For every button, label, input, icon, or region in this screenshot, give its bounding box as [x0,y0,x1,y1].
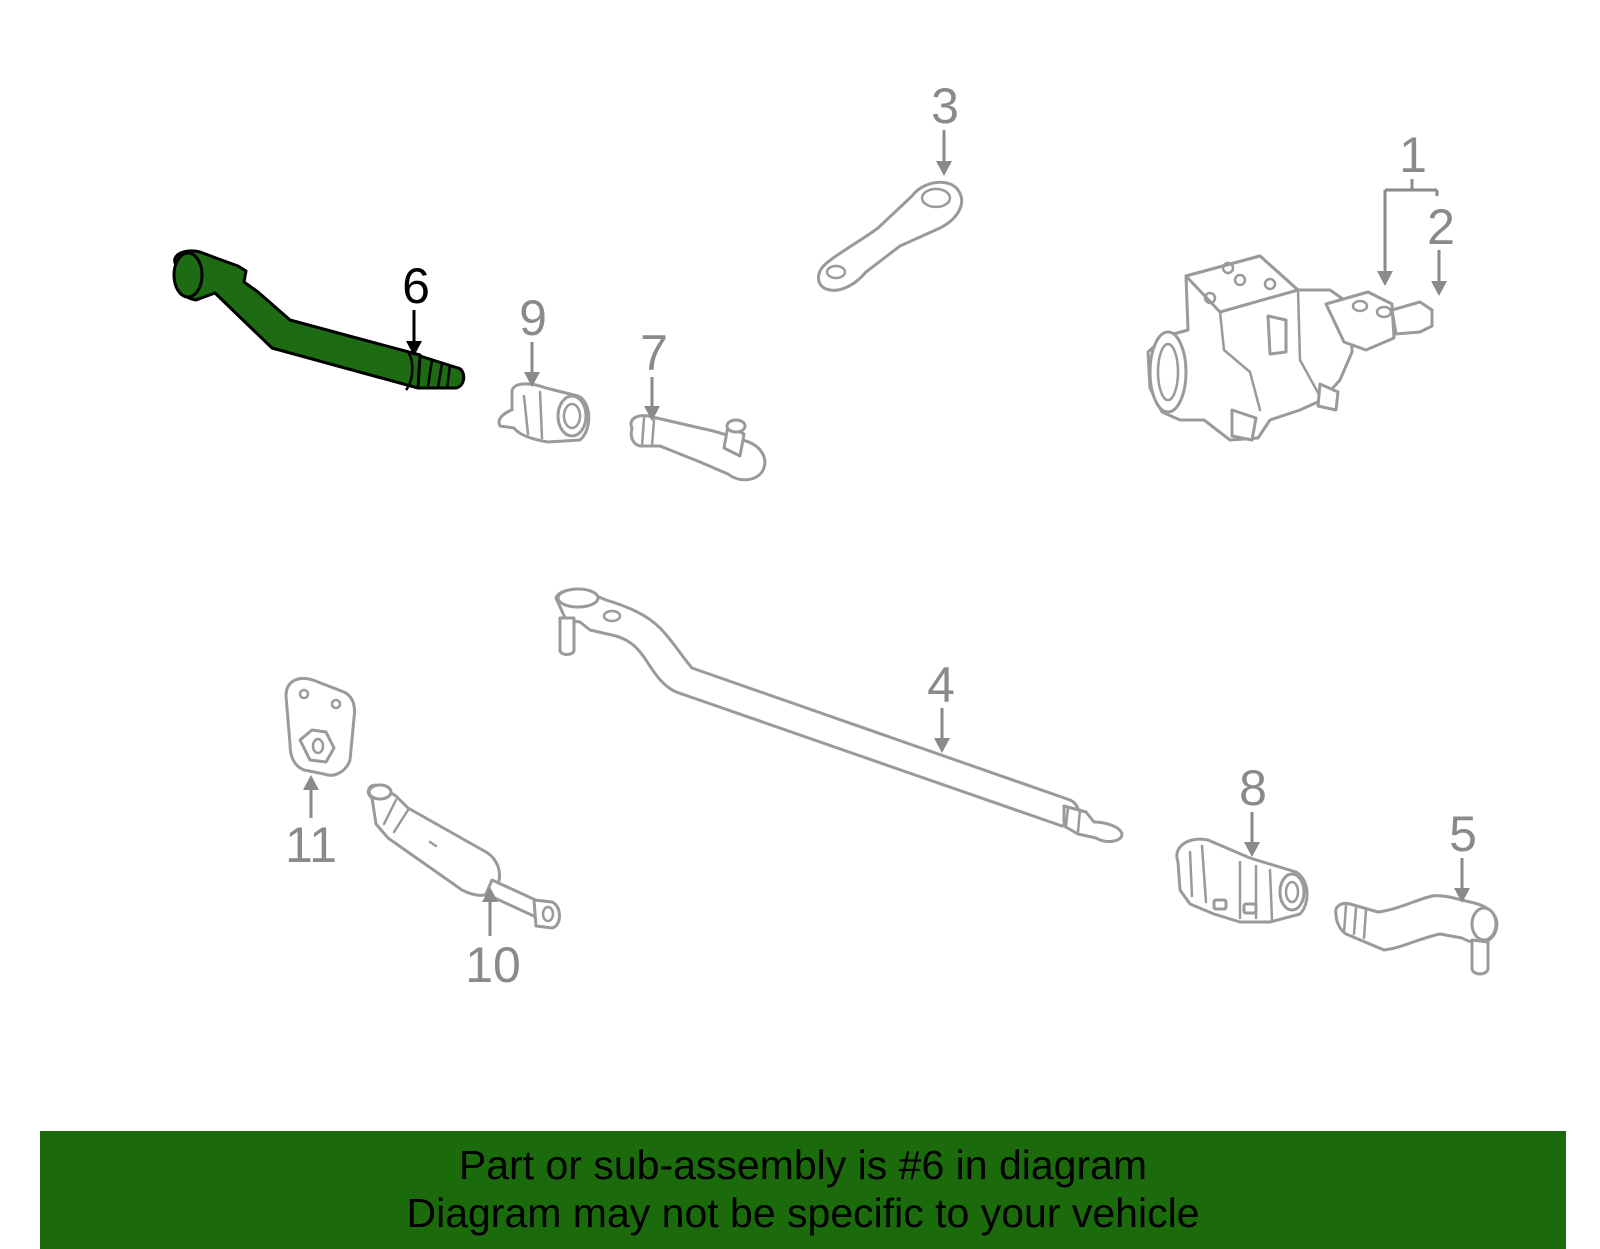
part-6-tie-rod-end[interactable] [172,249,466,391]
part-3-pitman-arm[interactable] [817,180,964,292]
part-9-clamp[interactable] [497,382,591,444]
leader-3 [936,130,952,176]
info-banner: Part or sub-assembly is #6 in diagram Di… [40,1131,1566,1249]
leader-1-bracket [1377,179,1439,286]
callout-10[interactable]: 10 [465,937,521,993]
part-4-drag-link[interactable] [554,587,1124,843]
callout-3[interactable]: 3 [931,78,959,134]
callout-6[interactable]: 6 [402,258,430,314]
callout-7[interactable]: 7 [640,325,668,381]
callout-8[interactable]: 8 [1239,760,1267,816]
leader-2 [1431,250,1447,296]
callout-1[interactable]: 1 [1399,127,1427,183]
part-5-tie-rod-end[interactable] [1334,894,1499,976]
callout-5[interactable]: 5 [1449,806,1477,862]
part-1-steering-gear[interactable] [1146,254,1434,442]
callout-9[interactable]: 9 [519,290,547,346]
part-11-bracket[interactable] [284,677,356,777]
leader-4 [934,708,950,753]
banner-line-1: Part or sub-assembly is #6 in diagram [458,1142,1148,1188]
leader-7 [644,377,660,421]
part-7-tie-rod-end[interactable] [629,414,767,482]
leader-10 [482,887,498,936]
leader-11 [303,775,319,818]
part-8-adjusting-sleeve[interactable] [1175,837,1309,924]
part-10-steering-damper[interactable] [366,783,561,930]
leader-6 [406,310,422,356]
leader-8 [1244,812,1260,857]
callout-4[interactable]: 4 [927,657,955,713]
banner-line-2: Diagram may not be specific to your vehi… [406,1190,1200,1236]
callout-2[interactable]: 2 [1427,199,1455,255]
leader-9 [524,342,540,387]
leader-5 [1454,858,1470,903]
callout-11[interactable]: 11 [285,817,337,873]
